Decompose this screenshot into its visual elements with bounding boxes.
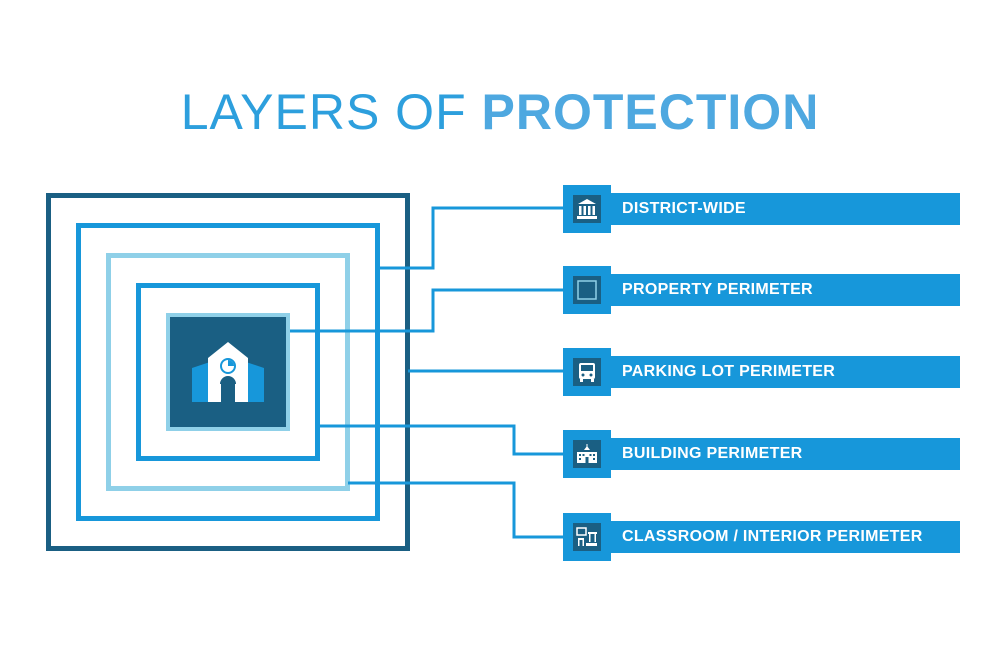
layer-icon-box-parking: [563, 348, 611, 396]
school-bus-icon: [579, 363, 595, 382]
layer-label-building: BUILDING PERIMETER: [610, 438, 960, 470]
title-bold: PROTECTION: [481, 84, 820, 140]
layer-label-classroom: CLASSROOM / INTERIOR PERIMETER: [610, 521, 960, 553]
layer-label-text: DISTRICT-WIDE: [622, 200, 746, 217]
layer-label-text: PARKING LOT PERIMETER: [622, 363, 836, 380]
government-building-icon: [577, 199, 597, 219]
layer-square-district: [46, 193, 410, 551]
layer-label-text: BUILDING PERIMETER: [622, 445, 803, 462]
layer-label-district: DISTRICT-WIDE: [610, 193, 960, 225]
layer-square-property: [76, 223, 380, 521]
layer-label-property: PROPERTY PERIMETER: [610, 274, 960, 306]
layer-icon-box-property: [563, 266, 611, 314]
title-light: LAYERS OF: [180, 84, 482, 140]
layer-icon-box-district: [563, 185, 611, 233]
layer-label-parking: PARKING LOT PERIMETER: [610, 356, 960, 388]
page-title: LAYERS OF PROTECTION: [0, 82, 1000, 142]
classroom-desk-icon: [576, 527, 597, 546]
layer-square-parking: [106, 253, 350, 491]
connector-classroom: [348, 481, 564, 539]
connector-property: [290, 288, 564, 333]
square-outline-icon: [577, 280, 597, 300]
school-house-icon: [192, 342, 264, 402]
layer-label-text: PROPERTY PERIMETER: [622, 281, 813, 298]
school-building-icon: [577, 444, 597, 463]
layer-icon-box-classroom: [563, 513, 611, 561]
layer-icon-box-building: [563, 430, 611, 478]
connector-building: [318, 424, 564, 456]
connector-district: [378, 206, 564, 270]
layer-label-text: CLASSROOM / INTERIOR PERIMETER: [622, 528, 923, 545]
layer-square-building: [136, 283, 320, 461]
